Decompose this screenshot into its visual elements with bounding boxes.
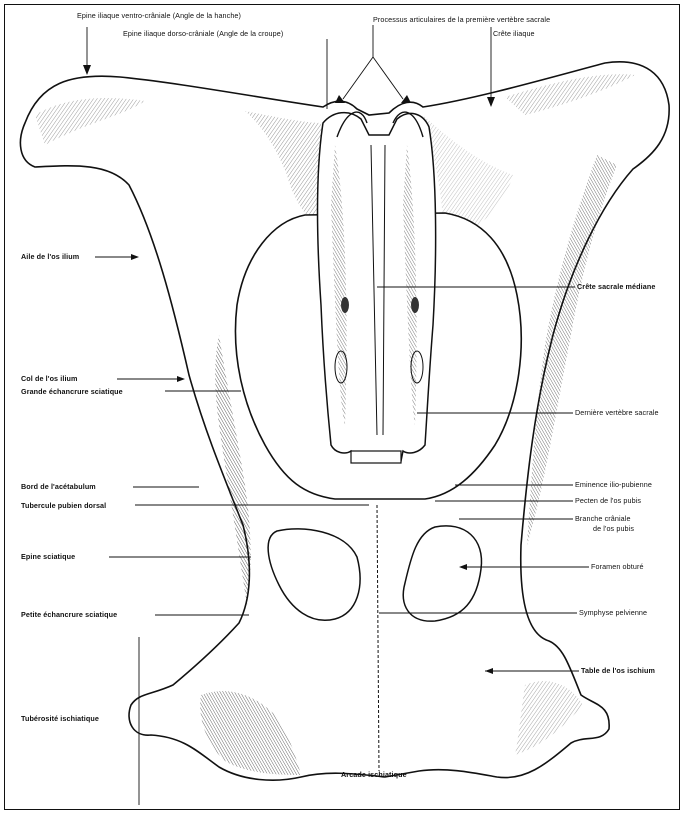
label-symphyse: Symphyse pelvienne [579,609,647,616]
last-sacral-vertebra-body [351,451,401,463]
label-epine-ventro-craniale: Epine iliaque ventro-crâniale (Angle de … [77,12,241,19]
label-epine-dorso-craniale: Epine iliaque dorso-crâniale (Angle de l… [123,30,283,37]
label-pecten: Pecten de l'os pubis [575,497,641,504]
label-crete-sacrale: Crête sacrale médiane [577,283,655,290]
label-processus-articulaires: Processus articulaires de la première ve… [373,16,550,23]
label-bord-acetabulum: Bord de l'acétabulum [21,483,96,490]
label-eminence: Eminence ilio-pubienne [575,481,652,488]
figure-frame: Epine iliaque ventro-crâniale (Angle de … [4,4,680,810]
label-table-ischium: Table de l'os ischium [581,667,655,674]
label-branche-craniale-1: Branche crâniale [575,515,631,522]
label-derniere-vertebre: Dernière vertèbre sacrale [575,409,659,416]
label-tubercule-pubien: Tubercule pubien dorsal [21,502,106,509]
label-crete-iliaque: Crête iliaque [493,30,535,37]
label-tuberosite-ischiatique: Tubérosité ischiatique [21,715,99,722]
label-epine-sciatique: Epine sciatique [21,553,75,560]
label-arcade-ischiatique: Arcade ischiatique [341,771,407,778]
sacral-foramen-left-2 [341,297,349,313]
label-petite-echancrure: Petite échancrure sciatique [21,611,117,618]
label-grande-echancrure: Grande échancrure sciatique [21,388,123,395]
label-foramen-obture: Foramen obturé [591,563,644,570]
label-col-ilium: Col de l'os ilium [21,375,78,382]
label-branche-craniale-2: de l'os pubis [593,525,634,532]
label-aile-ilium: Aile de l'os ilium [21,253,79,260]
sacral-foramen-right-2 [411,297,419,313]
